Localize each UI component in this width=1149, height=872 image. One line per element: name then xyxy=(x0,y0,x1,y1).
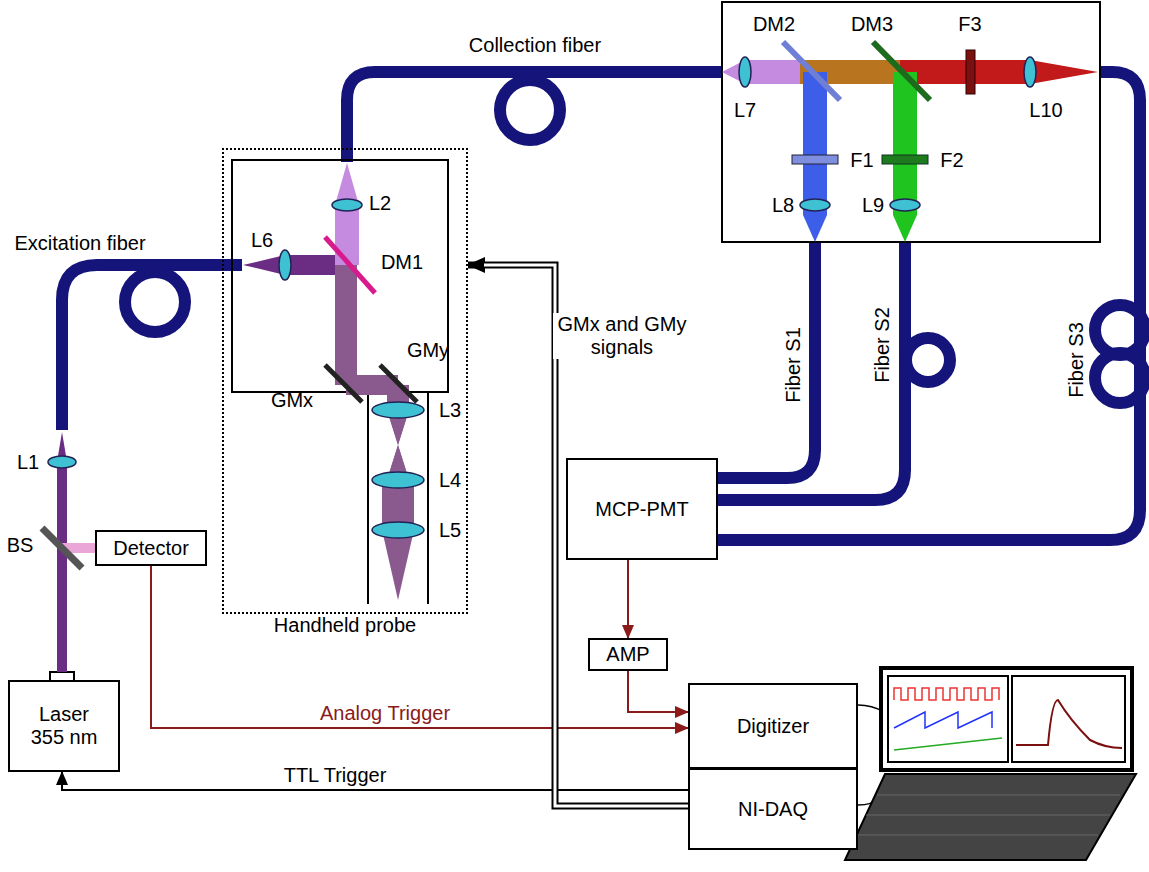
part-label: L7 xyxy=(734,99,756,121)
part-label: DM2 xyxy=(753,13,795,35)
part-label: L6 xyxy=(251,229,273,251)
detector-box: Detector xyxy=(95,530,207,566)
part-label: GMy xyxy=(407,339,449,361)
edge-label: TTL Trigger xyxy=(281,764,390,787)
ni-daq-box: NI-DAQ xyxy=(688,768,858,850)
mcp-pmt-box: MCP-PMT xyxy=(566,458,718,560)
signal-line xyxy=(627,560,629,638)
node-label: Detector xyxy=(113,537,189,560)
node-label: MCP-PMT xyxy=(595,498,688,521)
node-label: AMP xyxy=(606,643,649,666)
part-label: L1 xyxy=(17,451,39,473)
handheld-probe-region: Handheld probe xyxy=(222,148,468,614)
fiber-label: Fiber S1 xyxy=(782,327,804,403)
part-label: BS xyxy=(7,534,34,556)
analog-trigger-line xyxy=(151,566,688,728)
signal-line xyxy=(628,671,688,712)
node-label: Handheld probe xyxy=(274,614,416,637)
part-label: F3 xyxy=(958,13,981,35)
node-label: Laser 355 nm xyxy=(25,703,103,749)
fiber-label: Fiber S3 xyxy=(1065,322,1087,398)
node-label: Digitizer xyxy=(737,715,809,738)
edge-label: GMx and GMy signals xyxy=(553,313,691,359)
edge-label: Analog Trigger xyxy=(317,702,453,725)
part-label: L4 xyxy=(439,469,461,491)
amplifier-box: AMP xyxy=(588,638,668,671)
part-label: L3 xyxy=(439,399,461,421)
part-label: DM1 xyxy=(381,251,423,273)
digitizer-box: Digitizer xyxy=(688,683,858,769)
part-label: F1 xyxy=(850,149,873,171)
part-label: L9 xyxy=(862,194,884,216)
part-label: L2 xyxy=(369,192,391,214)
node-label: NI-DAQ xyxy=(738,798,808,821)
part-label: GMx xyxy=(271,389,313,411)
part-label: F2 xyxy=(940,149,963,171)
part-label: L10 xyxy=(1029,99,1062,121)
part-label: L5 xyxy=(439,519,461,541)
fiber-label: Collection fiber xyxy=(469,34,601,56)
laser-box: Laser 355 nm xyxy=(8,680,120,772)
part-label: DM3 xyxy=(851,13,893,35)
fiber-label: Excitation fiber xyxy=(14,232,145,254)
part-label: L8 xyxy=(772,194,794,216)
fiber-label: Fiber S2 xyxy=(871,307,893,383)
